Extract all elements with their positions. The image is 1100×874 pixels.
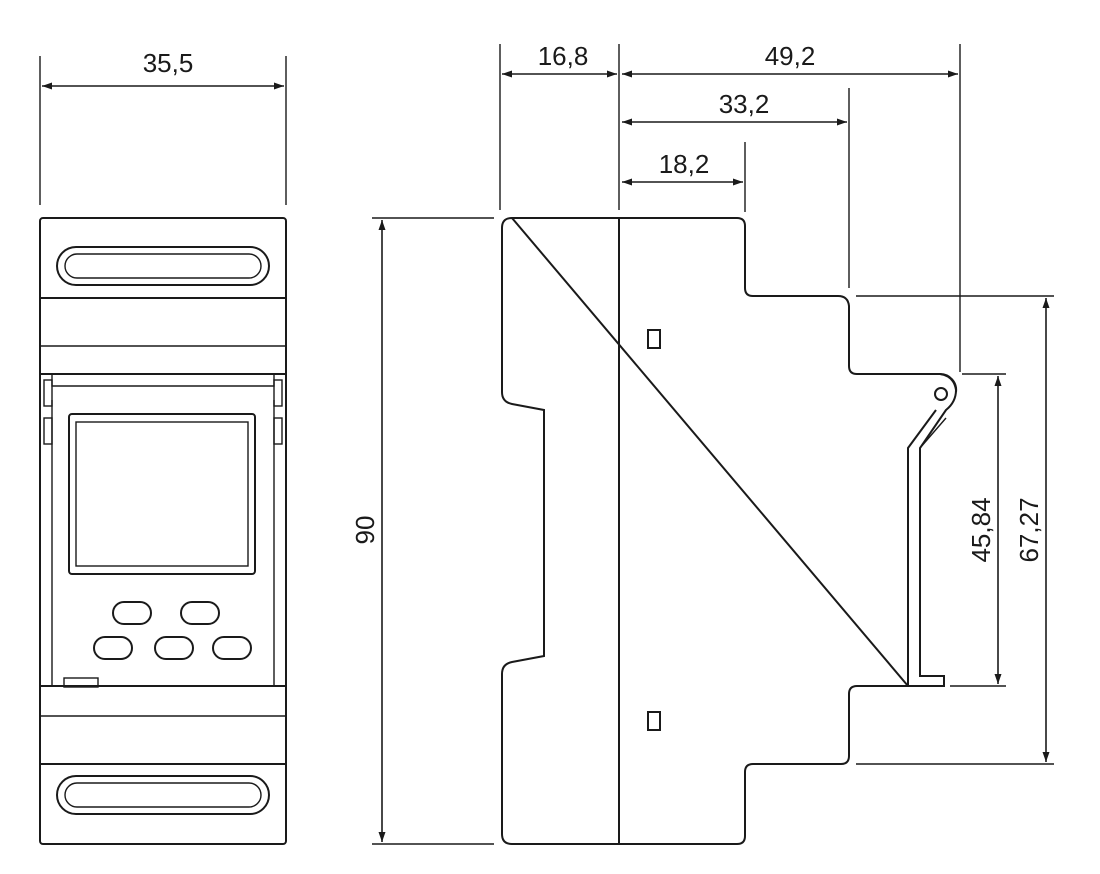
- bottom-terminal-slot: [56, 775, 270, 815]
- front-body-outline: [39, 217, 287, 845]
- dimension-depth-to-shoulder: 18,2: [622, 142, 746, 212]
- button-bottom-right: [212, 636, 252, 660]
- button-top-left: [112, 601, 152, 625]
- label-rail-clip-height: 45,84: [966, 497, 996, 562]
- front-cover: [39, 373, 287, 687]
- label-body-mid-height: 67,27: [1014, 497, 1044, 562]
- side-body-outline: [501, 216, 958, 845]
- dimension-depth-to-step: 33,2: [622, 88, 850, 288]
- dimension-side-front-depth: 16,8: [499, 41, 620, 210]
- front-view: [39, 217, 287, 845]
- dimension-front-width: 35,5: [39, 48, 287, 205]
- label-overall-depth: 49,2: [765, 41, 816, 71]
- side-square-top: [647, 329, 661, 349]
- dimension-body-mid-height: 67,27: [856, 295, 1054, 765]
- din-rail-clip: [907, 373, 958, 687]
- label-side-front-depth: 16,8: [538, 41, 589, 71]
- label-depth-to-shoulder: 18,2: [659, 149, 710, 179]
- top-terminal-slot: [56, 246, 270, 286]
- dimension-overall-depth: 49,2: [622, 41, 961, 372]
- label-height: 90: [350, 516, 380, 545]
- label-front-width: 35,5: [143, 48, 194, 78]
- dimension-rail-clip-height: 45,84: [950, 373, 1006, 687]
- button-bottom-left: [93, 636, 133, 660]
- lcd-display: [68, 413, 256, 575]
- label-depth-to-step: 33,2: [719, 89, 770, 119]
- side-view: [501, 216, 958, 845]
- button-bottom-center: [154, 636, 194, 660]
- clip-pivot: [934, 387, 948, 401]
- dimension-height: 90: [350, 217, 494, 845]
- side-square-bottom: [647, 711, 661, 731]
- button-top-right: [180, 601, 220, 625]
